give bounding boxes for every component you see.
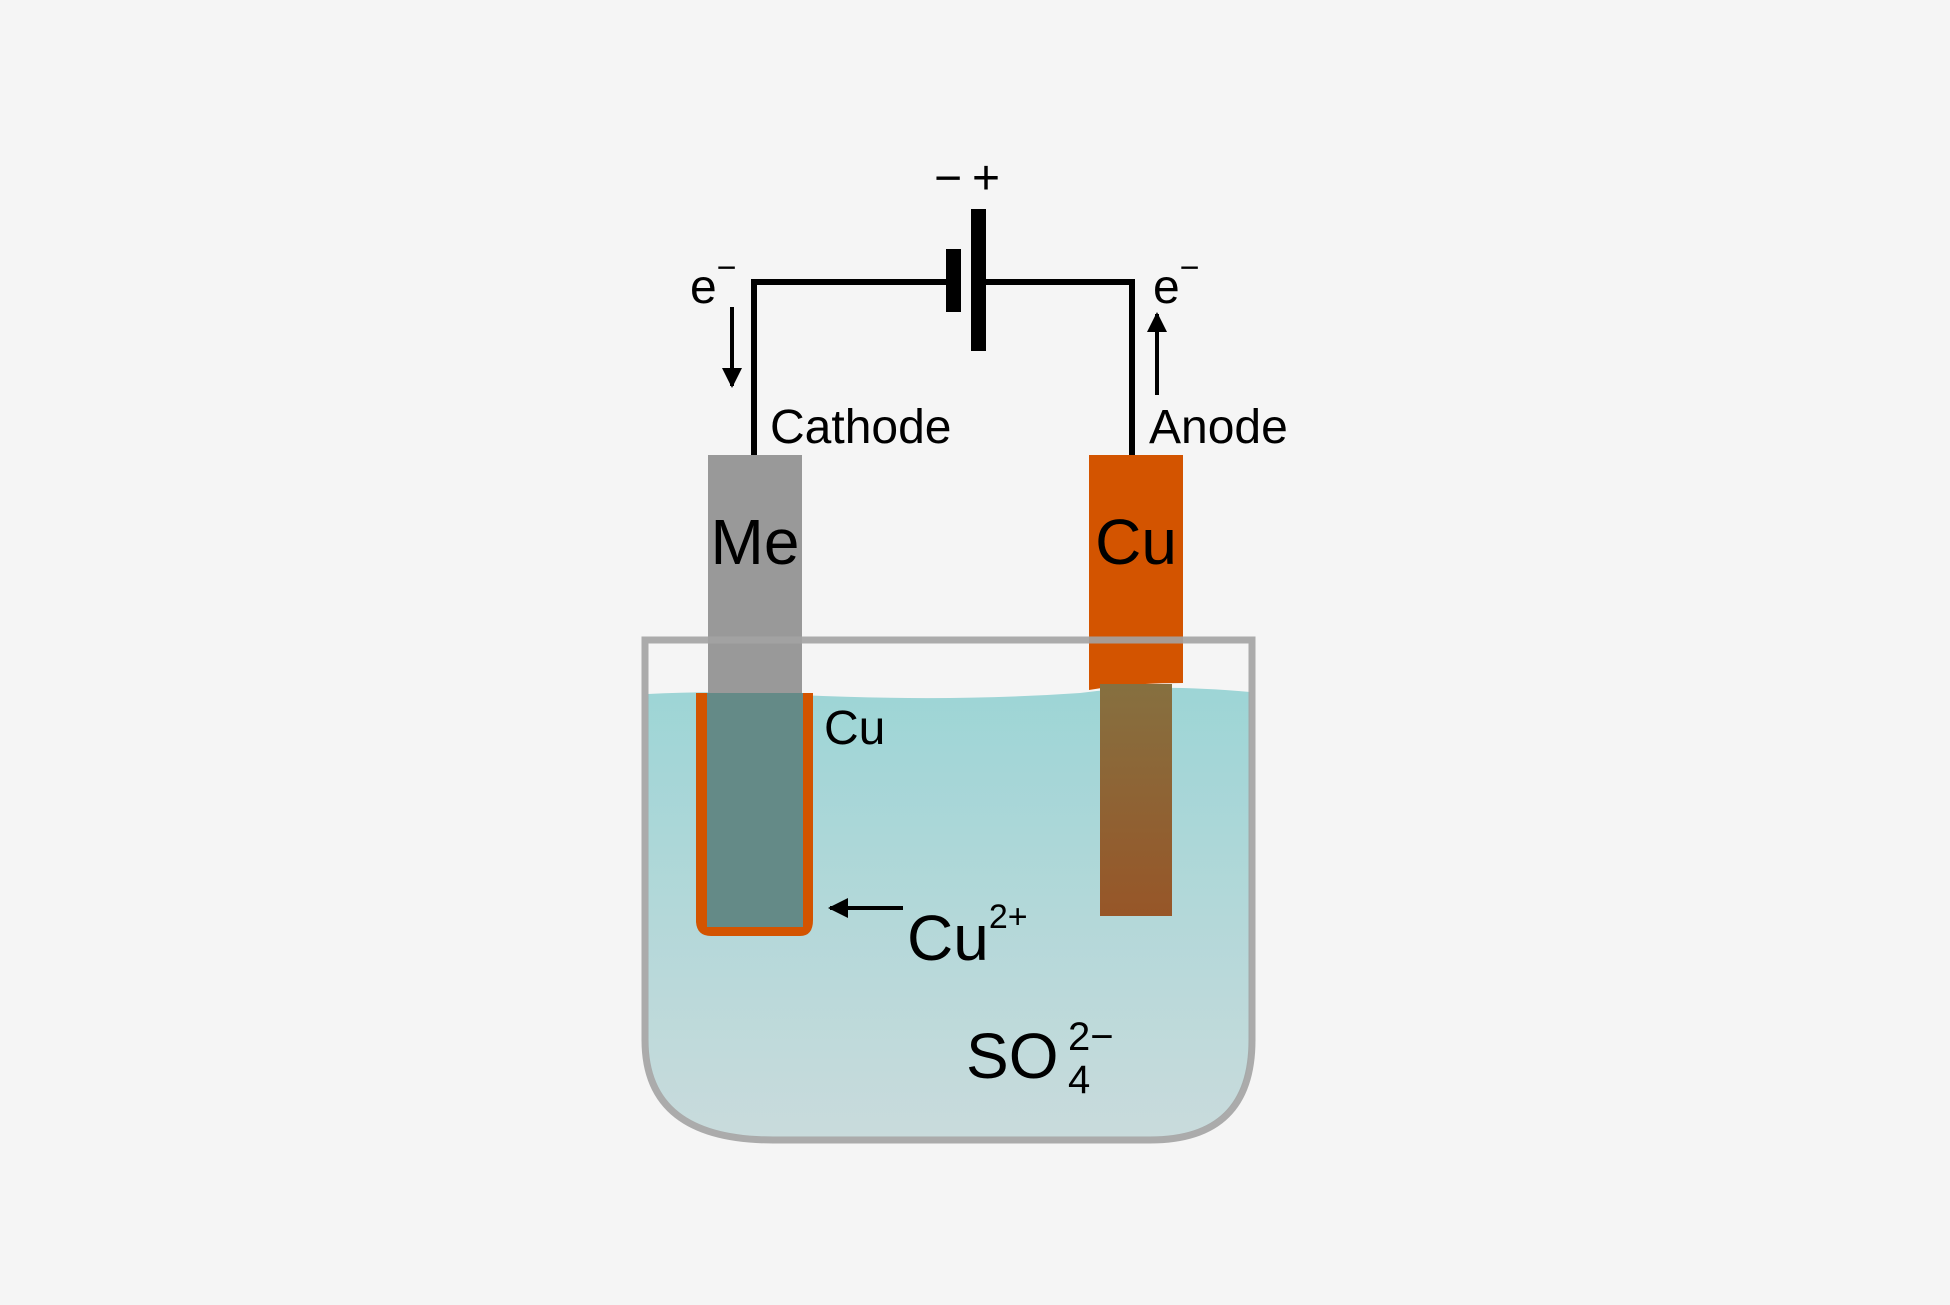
circuit-wire: [751, 279, 1135, 455]
anode-electrode-label: Cu: [1095, 506, 1177, 578]
cathode-submerged-part: [707, 693, 803, 927]
battery-positive-plate: [971, 209, 986, 351]
sulfate-ion-charge: 2−: [1068, 1015, 1114, 1059]
sulfate-ion-subscript: 4: [1068, 1058, 1090, 1102]
battery-plus-sign: +: [972, 152, 1000, 205]
vessel: [641, 636, 1256, 1144]
cathode-label: Cathode: [770, 401, 951, 454]
battery-icon: [946, 209, 986, 351]
cathode-upper-part: [708, 455, 802, 693]
battery-minus-sign: −: [934, 152, 962, 205]
battery-negative-plate: [946, 249, 961, 312]
anode-submerged-part: [1100, 684, 1172, 916]
anode-label: Anode: [1149, 401, 1288, 454]
electron-label-left: e−: [690, 249, 737, 314]
sulfate-ion-label: SO: [966, 1020, 1058, 1092]
electron-label-right: e−: [1153, 249, 1200, 314]
copper-coating-label: Cu: [824, 702, 885, 755]
anode-electrode: [1089, 455, 1183, 916]
cathode-electrode: [696, 455, 813, 936]
anode-upper-part: [1089, 455, 1183, 690]
cathode-electrode-label: Me: [711, 506, 800, 578]
copper-ion-label: Cu2+: [907, 898, 1028, 974]
